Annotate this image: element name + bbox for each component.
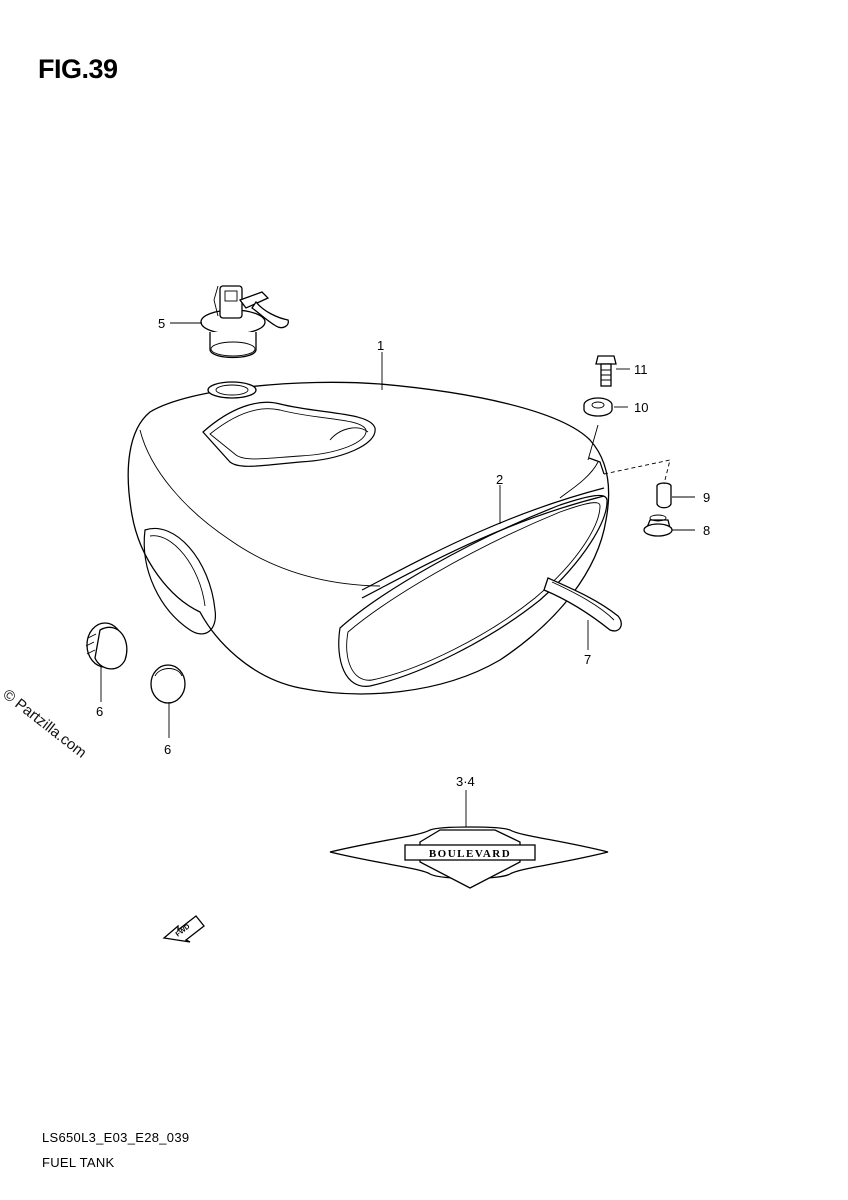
figure-title: FIG.39 xyxy=(38,54,118,84)
callout-2: 2 xyxy=(496,472,503,487)
bolt-drawing[interactable] xyxy=(595,355,617,387)
emblem-text: BOULEVARD xyxy=(429,848,511,860)
diagram-code: LS650L3_E03_E28_039 xyxy=(42,1130,190,1145)
tank-cushion-left-drawing[interactable] xyxy=(85,622,128,670)
callout-8: 8 xyxy=(703,523,710,538)
diagram-name: FUEL TANK xyxy=(42,1155,115,1170)
rear-cushion-drawing[interactable] xyxy=(643,514,673,537)
callout-9: 9 xyxy=(703,490,710,505)
fuel-cap-drawing[interactable] xyxy=(200,285,289,359)
fwd-arrow-icon: FWD xyxy=(162,915,205,943)
callout-1: 1 xyxy=(377,338,384,353)
callout-5: 5 xyxy=(158,316,165,331)
callout-3-4: 3·4 xyxy=(456,774,475,789)
fuel-tank-drawing[interactable] xyxy=(127,381,610,695)
callout-7: 7 xyxy=(584,652,591,667)
trim-strip-drawing[interactable] xyxy=(543,577,622,632)
tank-cushion-right-drawing[interactable] xyxy=(150,664,186,704)
callout-6a: 6 xyxy=(96,704,103,719)
callout-10: 10 xyxy=(634,400,648,415)
callout-11: 11 xyxy=(634,362,648,377)
boulevard-emblem[interactable]: BOULEVARD xyxy=(329,826,609,889)
spacer-drawing[interactable] xyxy=(656,482,672,509)
cushion-drawing[interactable] xyxy=(583,397,613,417)
callout-6b: 6 xyxy=(164,742,171,757)
